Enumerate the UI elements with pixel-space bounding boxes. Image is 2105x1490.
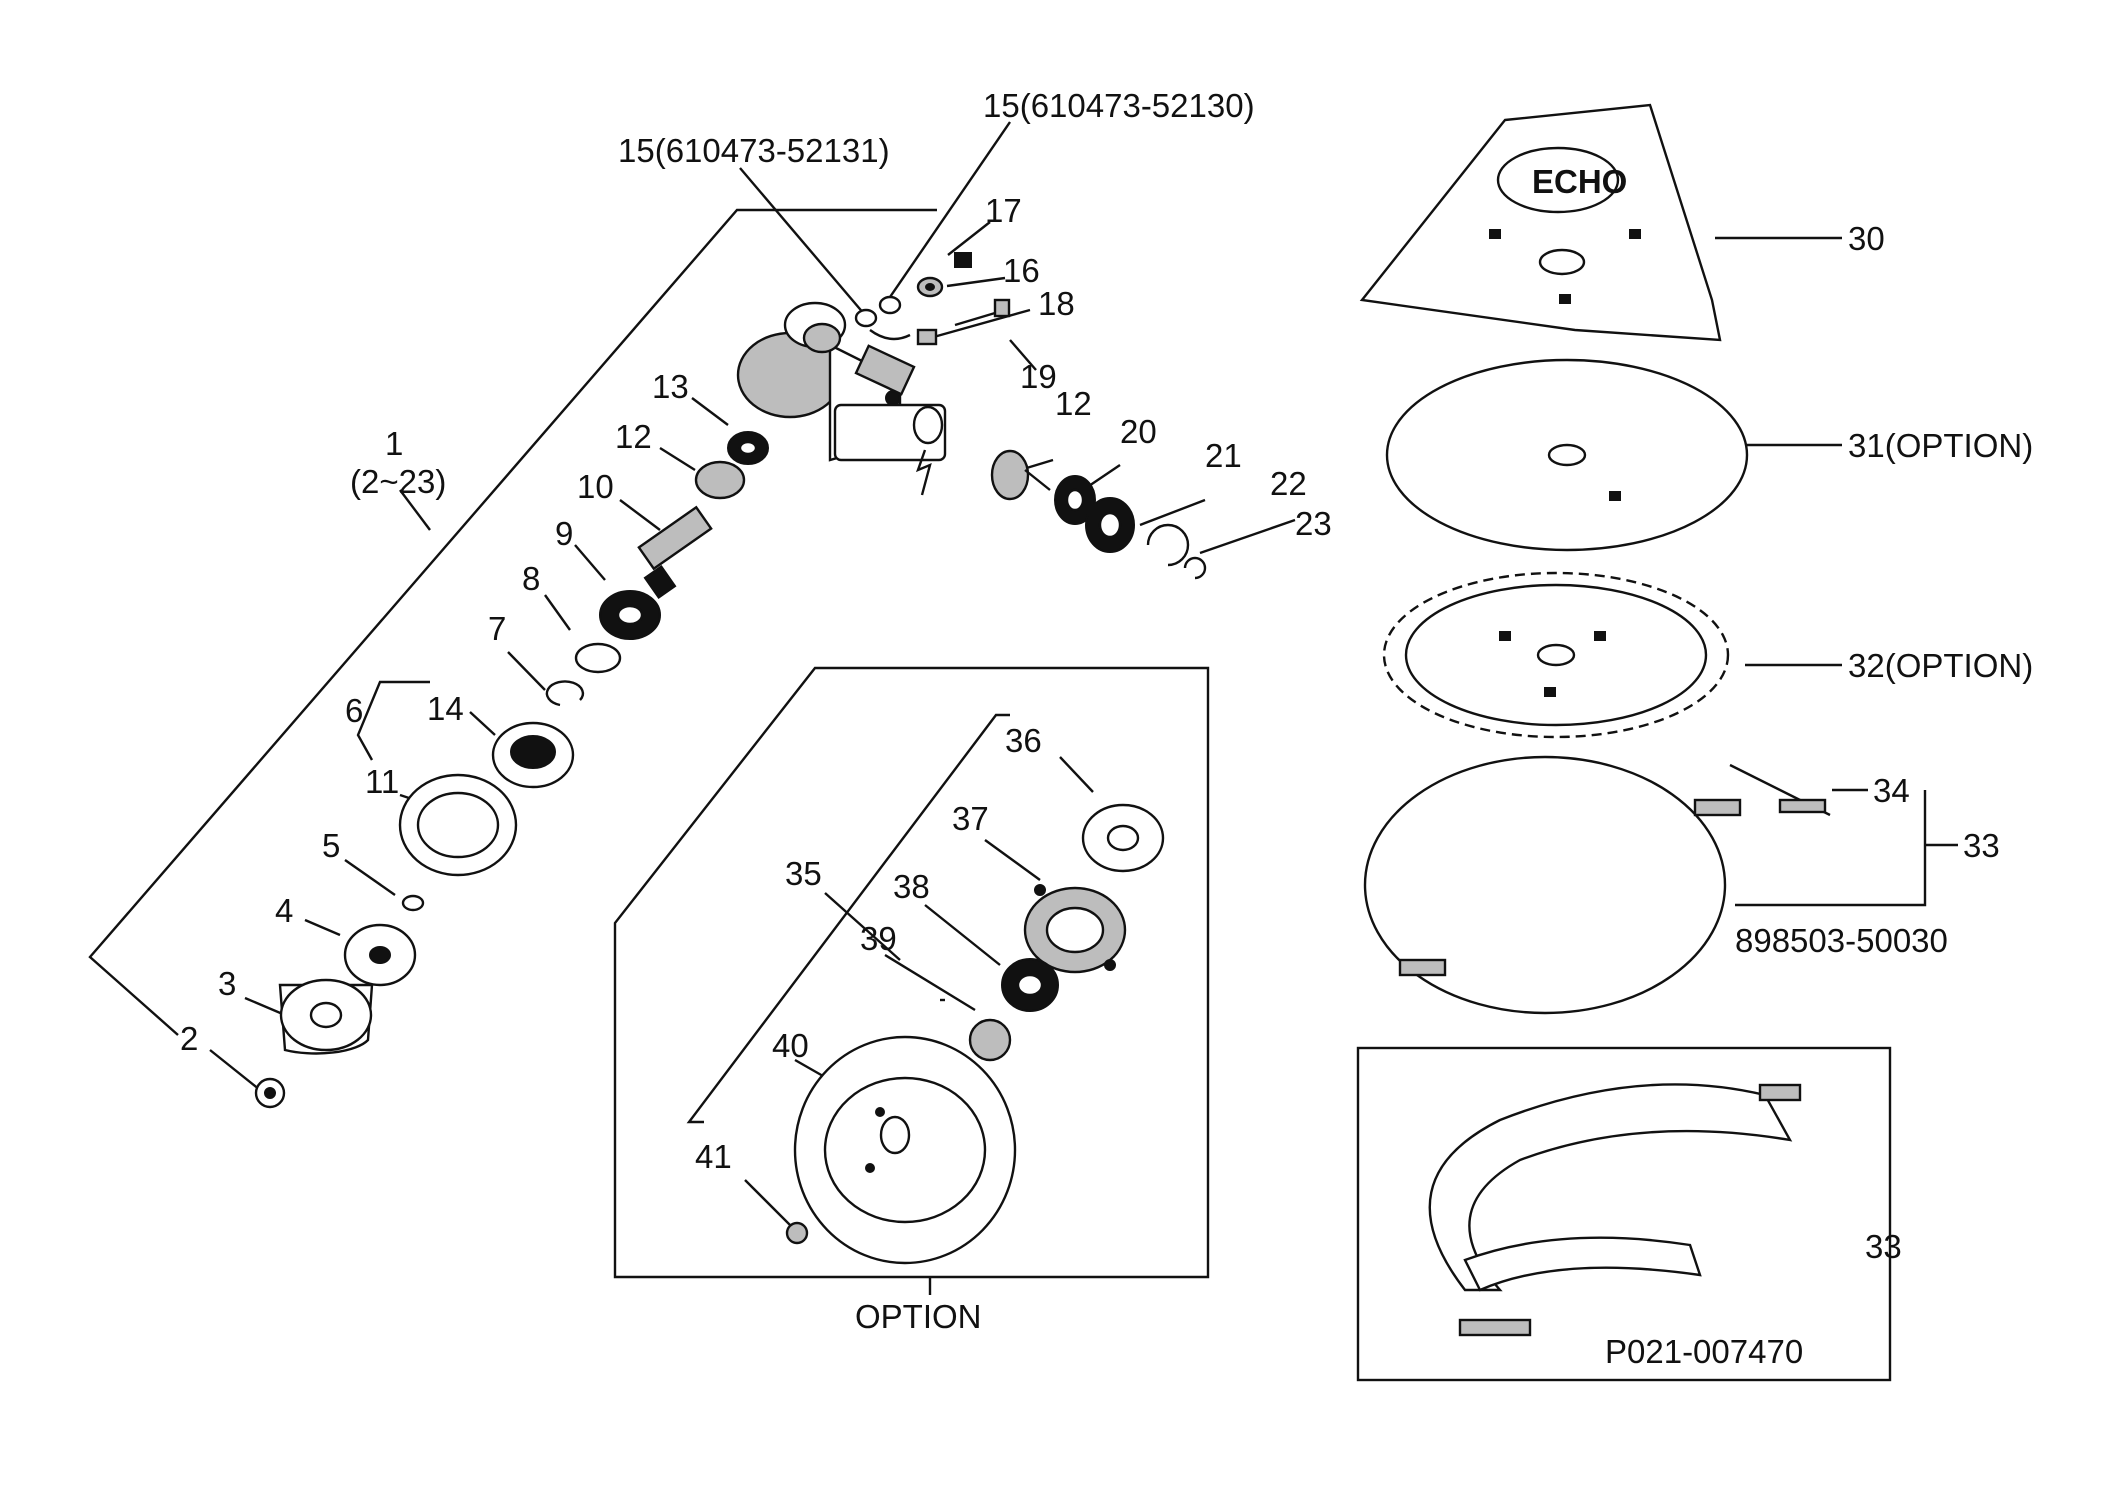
guard-ring: [1363, 755, 1831, 1015]
label-6: 6: [345, 692, 363, 729]
label-33b: 33: [1865, 1228, 1902, 1265]
label-19: 19: [1020, 358, 1057, 395]
label-39: 39: [860, 920, 897, 957]
blade-logo: ECHO: [1532, 163, 1627, 200]
label-8: 8: [522, 560, 540, 597]
label-12b: 12: [1055, 385, 1092, 422]
label-3: 3: [218, 965, 236, 1002]
harness-strap: [1428, 1083, 1802, 1337]
label-22: 22: [1270, 465, 1307, 502]
label-11: 11: [365, 763, 399, 800]
label-21: 21: [1205, 437, 1242, 474]
three-tooth-blade: ECHO: [1359, 103, 1722, 342]
label-14: 14: [427, 690, 464, 727]
label-13: 13: [652, 368, 689, 405]
option-parts: [785, 803, 1165, 1265]
label-12a: 12: [615, 418, 652, 455]
label-41: 41: [695, 1138, 732, 1175]
label-30: 30: [1848, 220, 1885, 257]
pinion-assembly: [990, 449, 1207, 580]
label-1-range: (2~23): [350, 463, 446, 500]
label-31: 31(OPTION): [1848, 427, 2033, 464]
label-4: 4: [275, 892, 293, 929]
label-38: 38: [893, 868, 930, 905]
label-2: 2: [180, 1020, 198, 1057]
shaft-assembly: [254, 431, 769, 1109]
label-15a: 15(610473-52130): [983, 87, 1255, 124]
label-23: 23: [1295, 505, 1332, 542]
label-7: 7: [488, 610, 506, 647]
label-5: 5: [322, 827, 340, 864]
label-33a: 33: [1963, 827, 2000, 864]
label-35: 35: [785, 855, 822, 892]
label-17: 17: [985, 192, 1022, 229]
callout-labels: 15(610473-52130) 15(610473-52131) 17 16 …: [180, 87, 2033, 1370]
option-box: [613, 666, 1210, 1279]
label-16: 16: [1003, 252, 1040, 289]
label-10: 10: [577, 468, 614, 505]
label-37: 37: [952, 800, 989, 837]
label-40: 40: [772, 1027, 809, 1064]
label-20: 20: [1120, 413, 1157, 450]
label-32: 32(OPTION): [1848, 647, 2033, 684]
four-tooth-blade: [1385, 358, 1749, 552]
label-p021: P021-007470: [1605, 1333, 1803, 1370]
label-34: 34: [1873, 772, 1910, 809]
label-part-number: 898503-50030: [1735, 922, 1948, 959]
harness-box: [1356, 1046, 1892, 1382]
label-15b: 15(610473-52131): [618, 132, 890, 169]
label-18: 18: [1038, 285, 1075, 322]
gear-case: [736, 301, 947, 496]
fasteners-top: [854, 252, 1011, 346]
label-option: OPTION: [855, 1298, 982, 1335]
label-9: 9: [555, 515, 573, 552]
saw-blade: [1382, 571, 1730, 739]
label-1: 1: [385, 425, 403, 462]
label-36: 36: [1005, 722, 1042, 759]
